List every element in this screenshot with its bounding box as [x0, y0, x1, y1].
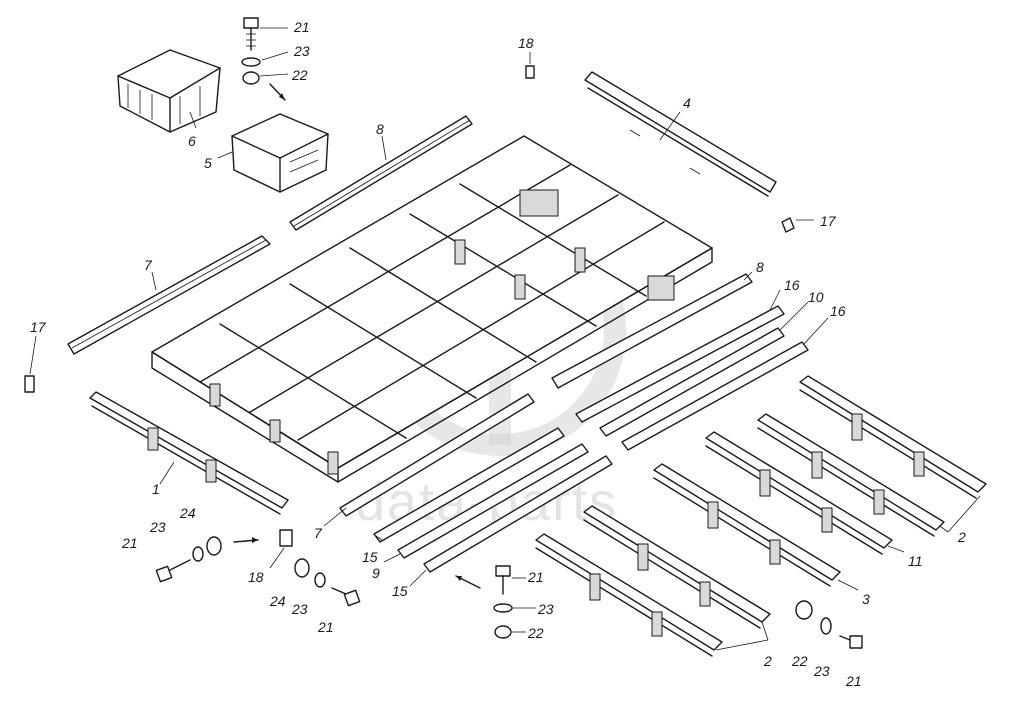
part-17-clip-right [781, 217, 795, 233]
part-18-clip-top [525, 65, 535, 79]
main-frame [151, 135, 713, 483]
callout-8-lower: 8 [756, 259, 764, 275]
callout-8: 8 [376, 121, 384, 137]
callout-16: 16 [784, 277, 800, 293]
callout-5: 5 [204, 155, 212, 171]
callout-7-lower: 7 [314, 525, 323, 541]
bolt-21-top [241, 17, 286, 101]
part-2-beam-upper [799, 375, 987, 499]
part-7-rail-lower [339, 393, 535, 517]
callout-21-b: 21 [317, 619, 334, 635]
part-2-beam-third [583, 505, 771, 629]
part-2-beam-lower [535, 533, 723, 657]
fastener-set-right [795, 600, 863, 649]
callout-15-b: 15 [392, 583, 408, 599]
callout-23-left: 23 [149, 519, 166, 535]
callout-23-b: 23 [291, 601, 308, 617]
callout-7: 7 [144, 257, 153, 273]
callout-23: 23 [293, 43, 310, 59]
callout-23-right: 23 [813, 663, 830, 679]
part-15-rail-b [423, 455, 613, 573]
part-1-crossmember [89, 391, 289, 515]
part-2-beam-second [757, 413, 945, 537]
fastener-set-center [455, 565, 513, 639]
part-3-beam [653, 463, 841, 587]
callout-24-b: 24 [269, 593, 286, 609]
part-8-rail-lower [551, 273, 753, 389]
callout-11: 11 [908, 553, 923, 569]
callout-22: 22 [291, 67, 308, 83]
callout-15: 15 [362, 549, 378, 565]
callout-6: 6 [188, 133, 196, 149]
callout-2: 2 [957, 529, 966, 545]
callout-21-center: 21 [527, 569, 544, 585]
part-4-crossmember [584, 71, 777, 197]
callout-9: 9 [372, 565, 380, 581]
part-16-rail-b [621, 341, 809, 451]
part-6-box [117, 49, 221, 133]
callout-2-b: 2 [763, 653, 772, 669]
callout-3: 3 [862, 591, 870, 607]
part-9-rail [397, 443, 589, 559]
part-5-box [231, 113, 329, 193]
callout-21: 21 [293, 19, 310, 35]
part-15-rail-a [373, 427, 565, 543]
callout-17-left: 17 [30, 319, 47, 335]
callout-22-right: 22 [791, 653, 808, 669]
callout-18: 18 [518, 35, 534, 51]
fastener-set-left [155, 529, 361, 607]
callout-17: 17 [820, 213, 837, 229]
callout-18-left: 18 [248, 569, 264, 585]
part-10-rail [599, 327, 785, 437]
leader-lines [29, 27, 981, 651]
callout-22-center: 22 [527, 625, 544, 641]
callout-4: 4 [683, 95, 691, 111]
callout-labels: 21 23 22 18 4 6 5 8 17 7 8 16 10 16 17 1… [30, 19, 966, 689]
callout-23-center: 23 [537, 601, 554, 617]
part-7-rail-left [67, 235, 271, 355]
callout-21-right: 21 [845, 673, 862, 689]
callout-1: 1 [152, 481, 160, 497]
callout-21-left: 21 [121, 535, 138, 551]
part-11-beam [705, 431, 893, 555]
callout-16-b: 16 [830, 303, 846, 319]
part-8-rail-upper [289, 115, 473, 231]
callout-24: 24 [179, 505, 196, 521]
part-16-rail-a [575, 305, 785, 423]
callout-10: 10 [808, 289, 824, 305]
part-17-clip-left [24, 375, 35, 393]
